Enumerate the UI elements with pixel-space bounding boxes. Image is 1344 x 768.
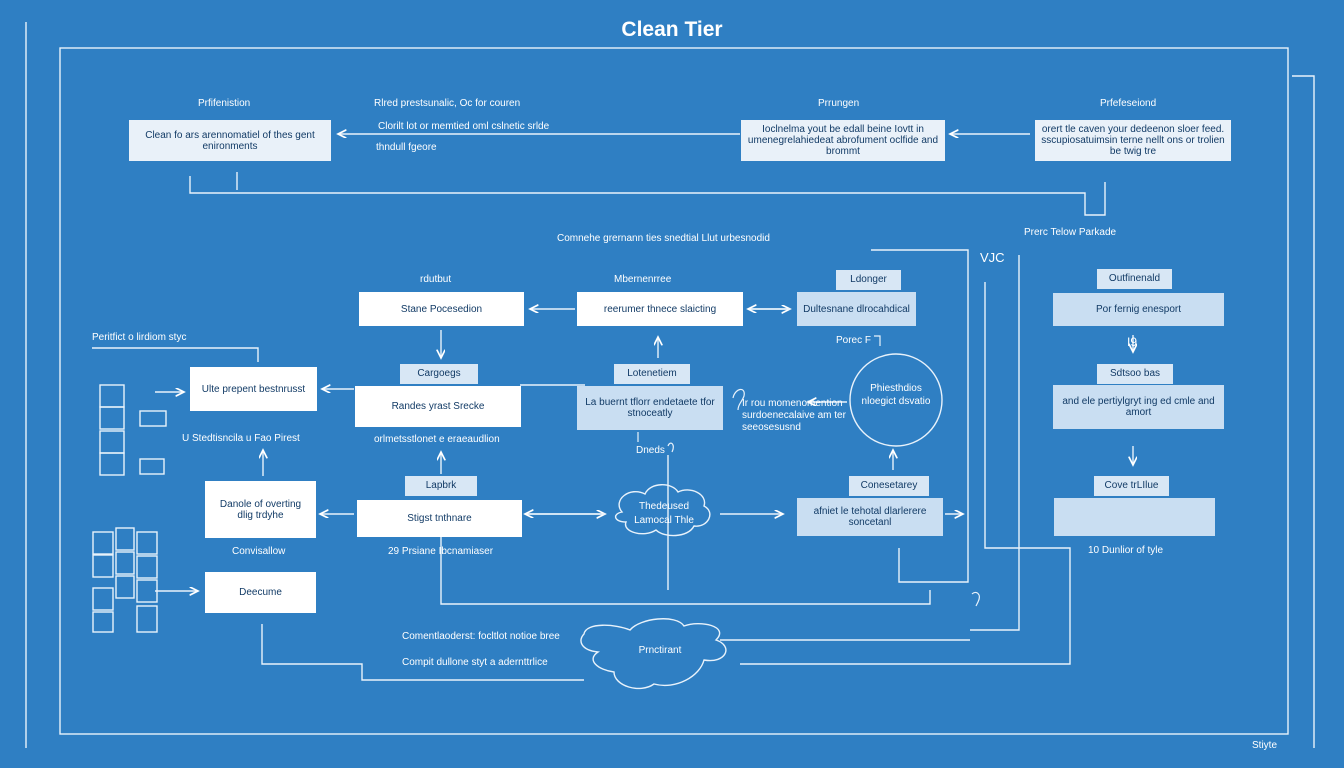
note-prsiane: 29 Prsiane Ibcnamiaser: [388, 546, 494, 557]
label-lapbrk: Lapbrk: [405, 476, 477, 496]
corner-label: Stiyte: [1252, 740, 1278, 751]
heading-top-1: Prfifenistion: [198, 98, 251, 109]
label-ldonger: Ldonger: [836, 270, 901, 290]
note-orlmetsstlonet: orlmetsstlonet e eraeaudlion: [374, 434, 500, 445]
box-deecume: Deecume: [205, 572, 316, 613]
top-box-middle: Ioclnelma yout be edall beine Iovtt in u…: [741, 120, 945, 161]
note-peritfict: Peritfict o lirdiom styc: [92, 332, 187, 343]
box-afniet: afniet le tehotal dlarlerere soncetanl: [797, 498, 943, 536]
box-danole: Danole of overting dlig trdyhe: [205, 481, 316, 538]
right-heading: Prerc Telow Parkade: [1024, 227, 1117, 238]
large-cloud-label: Prnctirant: [638, 645, 682, 656]
note-compit: Compit dullone styt a adernttrlice: [402, 657, 548, 668]
diagram-title: Clean Tier: [621, 18, 723, 41]
box-por-fernig: Por fernig enesport: [1053, 293, 1224, 326]
note-rou: Ir rou momenomention surdoenecalaive am …: [742, 398, 846, 433]
box-and-ele: and ele pertiylgryt ing ed cmle and amor…: [1053, 385, 1224, 429]
box-stigst: Stigst tnthnare: [357, 500, 522, 537]
box-stane: Stane Pocesedion: [359, 292, 524, 326]
box-la-buernt: La buernt tflorr endetaete tfor stnoceat…: [577, 386, 723, 430]
note-i9: I9: [1127, 335, 1138, 349]
label-lotenetiem: Lotenetiem: [614, 364, 690, 384]
box-ulte: Ulte prepent bestnrusst: [190, 367, 317, 411]
circle-node-label: Phiesthdios nloegict dsvatio: [861, 383, 931, 407]
top-box-right: orert tle caven your dedeenon sloer feed…: [1035, 120, 1231, 161]
heading-mid-2: Mbernenrree: [614, 274, 672, 285]
heading-top-2: Rlred prestsunalic, Oc for couren: [374, 98, 521, 109]
box-randes: Randes yrast Srecke: [355, 386, 521, 427]
note-dneds: Dneds: [636, 445, 665, 456]
box-reerumer: reerumer thnece slaicting: [577, 292, 743, 326]
note-comentlaoderst: Comentlaoderst: focltlot notioe bree: [402, 631, 560, 642]
label-conesetarey: Conesetarey: [849, 476, 929, 496]
label-cargoegs: Cargoegs: [400, 364, 478, 384]
top-box-left: Clean fo ars arennomatiel of thes gent e…: [129, 120, 331, 161]
note-stedtisncila: U Stedtisncila u Fao Pirest: [182, 433, 300, 444]
note-convisallow: Convisallow: [232, 546, 286, 557]
heading-top-4: Prfefeseiond: [1100, 98, 1157, 109]
top-note-1: Clorilt lot or memtied oml cslnetic srld…: [378, 121, 550, 132]
note-dunlior: 10 Dunlior of tyle: [1088, 545, 1164, 556]
label-sdtsoo: Sdtsoo bas: [1097, 364, 1173, 384]
box-dultesnane: Dultesnane dlrocahdical: [797, 292, 916, 326]
note-porec: Porec F: [836, 335, 872, 346]
label-outfinenald: Outfinenald: [1097, 269, 1172, 289]
small-cloud-label: Thedeused Lamocal Thle: [634, 501, 694, 526]
box-blank: [1054, 498, 1215, 536]
section-heading: Comnehe grernann ties snedtial Llut urbe…: [557, 233, 770, 244]
heading-mid-1: rdutbut: [420, 274, 452, 285]
top-note-2: thndull fgeore: [376, 142, 437, 153]
label-cove: Cove trLIlue: [1094, 476, 1169, 496]
tiny-label: VJC: [980, 250, 1005, 265]
heading-top-3: Prrungen: [818, 98, 860, 109]
